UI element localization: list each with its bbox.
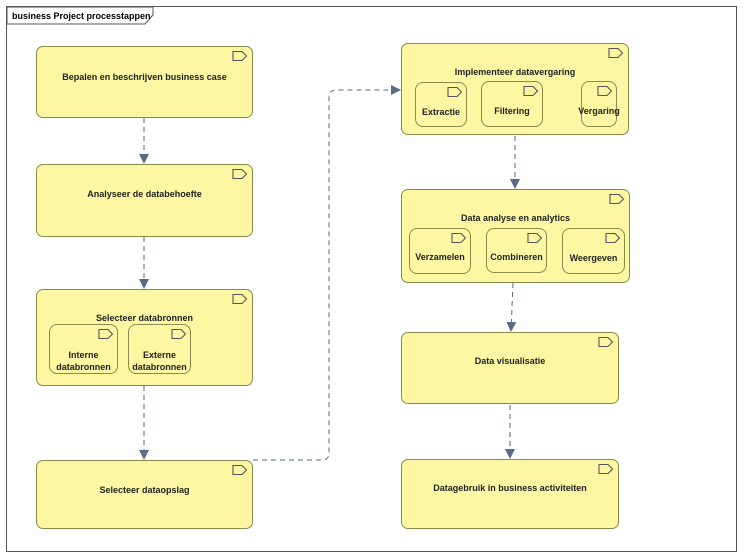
activity-arrow-icon (232, 463, 248, 477)
step-label: Selecteer dataopslag (99, 485, 190, 495)
substep-externe-databronnen[interactable]: Externe databronnen (128, 324, 191, 374)
step-bepalen-business-case[interactable]: Bepalen en beschrijven business case (36, 46, 253, 118)
step-label: Implementeer datavergaring (454, 67, 576, 77)
activity-arrow-icon (598, 462, 614, 476)
activity-arrow-icon (232, 292, 248, 306)
activity-arrow-icon (609, 192, 625, 206)
substep-label: Vergaring (578, 106, 620, 116)
activity-arrow-icon (447, 85, 463, 99)
step-label: Data visualisatie (474, 356, 546, 366)
substep-label: Extractie (421, 107, 461, 117)
substep-label: Filtering (494, 106, 530, 116)
substep-interne-databronnen[interactable]: Interne databronnen (49, 324, 118, 374)
frame-tab (7, 7, 154, 25)
activity-arrow-icon (451, 231, 467, 245)
flow-dataopslag-implementeer (253, 85, 401, 461)
substep-label-line1: Interne (68, 350, 99, 360)
flow-analyse-visualisatie (506, 282, 517, 332)
step-selecteer-dataopslag[interactable]: Selecteer dataopslag (36, 460, 253, 529)
step-label: Bepalen en beschrijven business case (62, 72, 227, 82)
substep-label-line1: Externe (142, 350, 177, 360)
step-data-analyse-analytics[interactable]: Data analyse en analytics Verzamelen Com… (401, 189, 630, 283)
activity-arrow-icon (232, 49, 248, 63)
activity-arrow-icon (523, 84, 539, 98)
substep-verzamelen[interactable]: Verzamelen (409, 228, 471, 274)
step-selecteer-databronnen[interactable]: Selecteer databronnen Interne databronne… (36, 289, 253, 386)
step-label: Data analyse en analytics (460, 213, 571, 223)
substep-combineren[interactable]: Combineren (486, 228, 547, 273)
substep-filtering[interactable]: Filtering (481, 81, 543, 127)
step-label: Selecteer databronnen (95, 313, 194, 323)
substep-label: Weergeven (569, 253, 618, 263)
activity-arrow-icon (597, 84, 613, 98)
activity-arrow-icon (232, 167, 248, 181)
substep-vergaring[interactable]: Vergaring (578, 81, 620, 127)
substep-label: Verzamelen (415, 252, 465, 262)
activity-arrow-icon (598, 335, 614, 349)
activity-arrow-icon (98, 327, 114, 341)
step-data-visualisatie[interactable]: Data visualisatie (401, 332, 619, 404)
substep-weergeven[interactable]: Weergeven (562, 228, 625, 274)
activity-arrow-icon (605, 231, 621, 245)
substep-label-line2: databronnen (132, 362, 187, 372)
activity-arrow-icon (527, 231, 543, 245)
frame-title: business Project processtappen (12, 11, 151, 21)
step-label: Datagebruik in business activiteiten (433, 483, 587, 493)
step-label: Analyseer de databehoefte (87, 189, 202, 199)
activity-arrow-icon (608, 46, 624, 60)
step-datagebruik-business[interactable]: Datagebruik in business activiteiten (401, 459, 619, 529)
activity-arrow-icon (171, 327, 187, 341)
step-analyseer-databehoefte[interactable]: Analyseer de databehoefte (36, 164, 253, 237)
substep-extractie[interactable]: Extractie (415, 82, 467, 127)
substep-label-line2: databronnen (56, 362, 111, 372)
substep-label: Combineren (490, 252, 543, 262)
step-implementeer-datavergaring[interactable]: Implementeer datavergaring Extractie Fil… (401, 43, 629, 135)
